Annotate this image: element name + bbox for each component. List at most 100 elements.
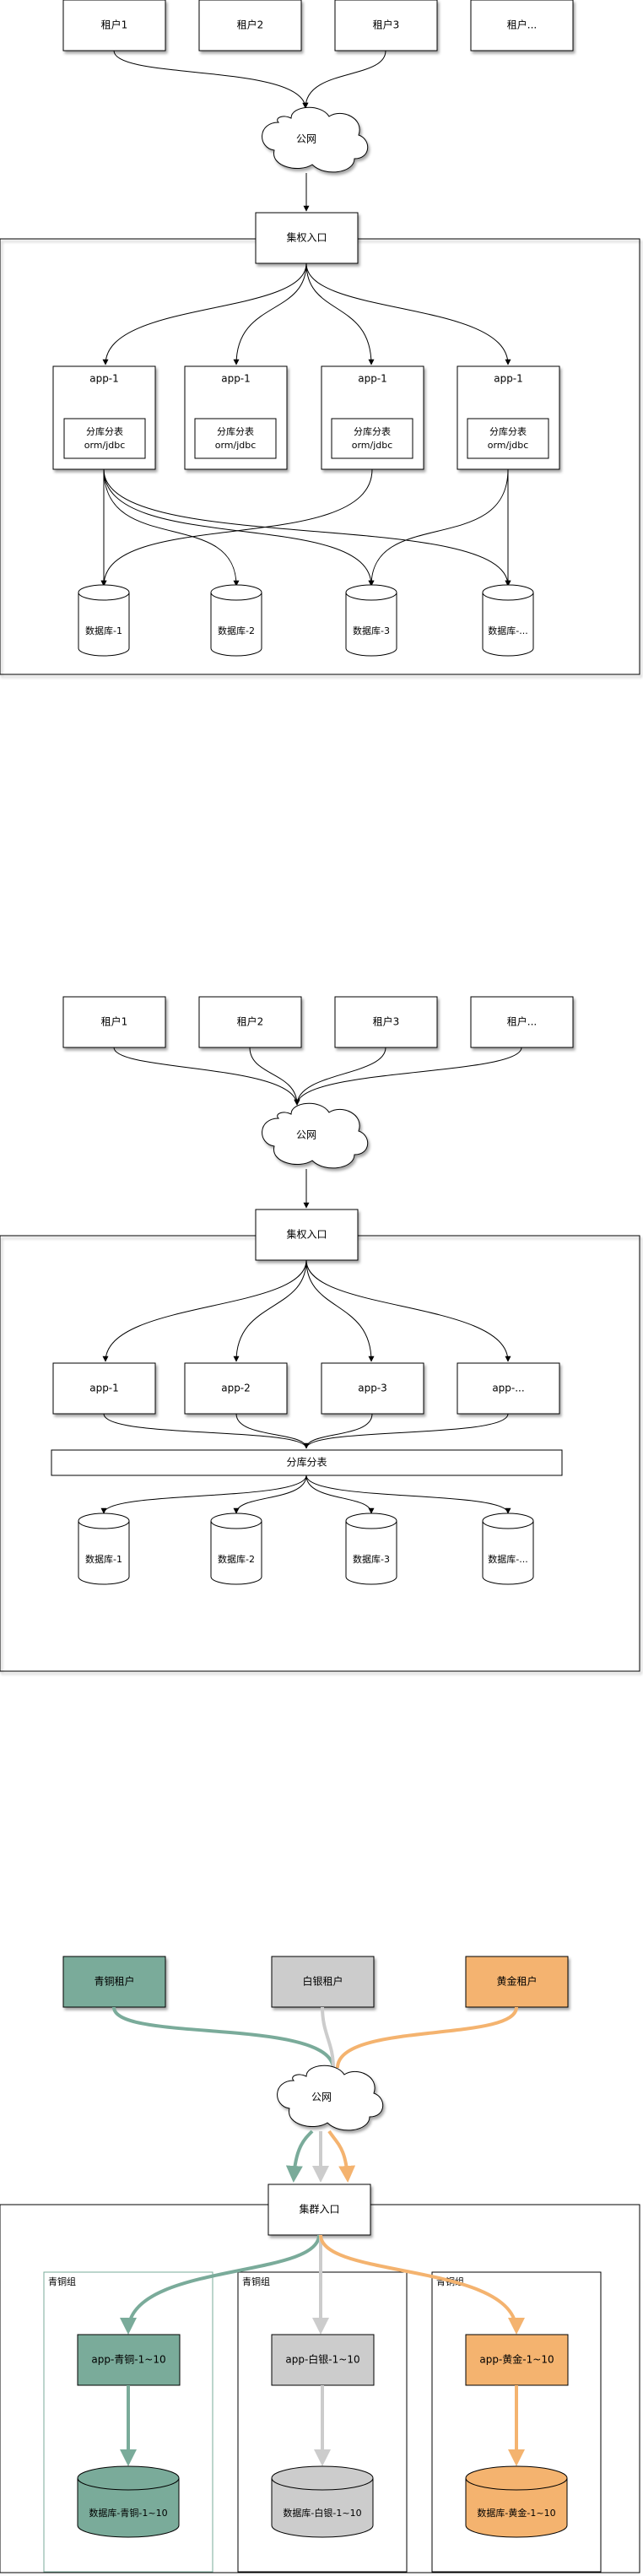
connector: [305, 1475, 511, 1514]
app-inner-box: [63, 418, 146, 459]
tenant-label: 白银租户: [302, 1975, 343, 1988]
database-cylinder-bronze[interactable]: 数据库-青铜-1~10: [77, 2465, 180, 2538]
database-label: 数据库-...: [488, 625, 527, 636]
app-box[interactable]: app-2: [184, 1362, 288, 1415]
cloud-shape: 公网: [262, 1102, 369, 1169]
app-box[interactable]: app-1 分库分表 orm/jdbc: [321, 365, 424, 470]
tenant-label: 黄金租户: [496, 1975, 537, 1988]
database-label: 数据库-...: [488, 1553, 527, 1565]
database-label: 数据库-3: [353, 625, 390, 636]
connector: [233, 262, 307, 365]
connector: [233, 1259, 307, 1362]
app-label: app-黄金-1~10: [479, 2353, 554, 2366]
tenant-label: 租户1: [101, 1015, 128, 1028]
app-box-silver[interactable]: app-白银-1~10: [271, 2334, 375, 2386]
tenant-box[interactable]: 租户2: [198, 996, 302, 1048]
database-cylinder[interactable]: 数据库-...: [482, 1513, 534, 1585]
connector: [368, 468, 509, 587]
tenant-box-gold[interactable]: 黄金租户: [465, 1956, 569, 2008]
tenant-box[interactable]: 租户...: [470, 0, 574, 51]
tenant-box[interactable]: 租户3: [334, 0, 438, 51]
app-label: app-1: [89, 1383, 119, 1394]
app-label: app-1: [494, 373, 523, 385]
connector: [235, 1413, 307, 1449]
database-label: 数据库-白银-1~10: [283, 2507, 361, 2519]
database-label: 数据库-黄金-1~10: [477, 2507, 555, 2519]
database-label: 数据库-1: [85, 1553, 122, 1565]
database-cylinder-silver[interactable]: 数据库-白银-1~10: [271, 2465, 374, 2538]
app-label: app-1: [89, 373, 119, 385]
connector: [113, 1047, 300, 1106]
tenant-label: 租户3: [373, 19, 400, 31]
tenant-box[interactable]: 租户2: [198, 0, 302, 51]
app-box[interactable]: app-1 分库分表 orm/jdbc: [52, 365, 156, 470]
group-label: 青铜组: [242, 2276, 270, 2287]
database-label: 数据库-1: [85, 625, 122, 636]
connector-bronze: [120, 2234, 321, 2335]
tenant-box-silver[interactable]: 白银租户: [271, 1956, 375, 2008]
connector: [305, 1259, 375, 1362]
entry-box[interactable]: 集权入口: [255, 212, 359, 264]
cloud-shape: 公网: [277, 2065, 384, 2131]
database-label: 数据库-3: [353, 1553, 390, 1565]
database-cylinder[interactable]: 数据库-3: [345, 584, 397, 657]
entry-box[interactable]: 集群入口: [267, 2184, 371, 2236]
app-inner-box: [331, 418, 413, 459]
connector: [302, 50, 386, 109]
app-box-gold[interactable]: app-黄金-1~10: [465, 2334, 569, 2386]
database-label: 数据库-2: [218, 625, 255, 636]
tenant-label: 租户...: [507, 1015, 537, 1028]
app-inner-box: [194, 418, 277, 459]
database-cylinder-gold[interactable]: 数据库-黄金-1~10: [465, 2465, 568, 2538]
tenant-box[interactable]: 租户1: [62, 996, 166, 1048]
app-inner-line-1: 分库分表: [354, 425, 391, 437]
cloud-label: 公网: [296, 133, 316, 145]
database-cylinder[interactable]: 数据库-3: [345, 1513, 397, 1585]
tenant-box[interactable]: 租户3: [334, 996, 438, 1048]
app-label: app-1: [221, 373, 251, 385]
app-box[interactable]: app-1: [52, 1362, 156, 1415]
app-box[interactable]: app-1 分库分表 orm/jdbc: [457, 365, 560, 470]
connector: [103, 468, 375, 587]
group-label: 青铜组: [48, 2276, 76, 2287]
app-box[interactable]: app-1 分库分表 orm/jdbc: [184, 365, 288, 470]
app-inner-line-2: orm/jdbc: [488, 440, 529, 451]
connector: [305, 1259, 511, 1362]
app-label: app-2: [221, 1383, 251, 1394]
app-label: app-1: [358, 373, 387, 385]
entry-label: 集权入口: [286, 1228, 327, 1241]
database-cylinder[interactable]: 数据库-1: [78, 1513, 130, 1585]
tenant-label: 青铜租户: [94, 1975, 134, 1988]
app-label: app-青铜-1~10: [91, 2353, 165, 2366]
app-inner-line-2: orm/jdbc: [84, 440, 126, 451]
database-cylinder[interactable]: 数据库-2: [210, 584, 262, 657]
connector-bronze: [285, 2130, 314, 2183]
app-box[interactable]: app-3: [321, 1362, 424, 1415]
sharding-label: 分库分表: [286, 1456, 327, 1469]
entry-box[interactable]: 集权入口: [255, 1209, 359, 1261]
app-label: app-3: [358, 1383, 387, 1394]
app-box[interactable]: app-...: [457, 1362, 560, 1415]
connector: [103, 1413, 307, 1449]
database-cylinder[interactable]: 数据库-1: [78, 584, 130, 657]
tenant-box[interactable]: 租户1: [62, 0, 166, 51]
connector: [294, 1047, 386, 1106]
cloud-label: 公网: [296, 1129, 316, 1141]
app-inner-line-2: orm/jdbc: [215, 440, 257, 451]
app-inner-line-1: 分库分表: [489, 425, 527, 437]
connector: [305, 262, 511, 365]
app-inner-line-2: orm/jdbc: [352, 440, 393, 451]
connector: [303, 1413, 509, 1449]
tenant-box[interactable]: 租户...: [470, 996, 574, 1048]
tenant-label: 租户2: [237, 19, 264, 31]
database-cylinder[interactable]: 数据库-...: [482, 584, 534, 657]
app-inner-box: [467, 418, 549, 459]
database-label: 数据库-2: [218, 1553, 255, 1565]
diagram-2: 租户1 租户2 租户3 租户... 公网 集权入口: [0, 996, 640, 1672]
database-cylinder[interactable]: 数据库-2: [210, 1513, 262, 1585]
tenant-box-bronze[interactable]: 青铜租户: [62, 1956, 166, 2008]
sharding-bar[interactable]: 分库分表: [51, 1449, 563, 1476]
app-label: app-白银-1~10: [285, 2353, 359, 2366]
app-box-bronze[interactable]: app-青铜-1~10: [77, 2334, 181, 2386]
diagram-3: 青铜租户 白银租户 黄金租户 公网 集群入口 青铜组 青铜组: [0, 1956, 640, 2573]
